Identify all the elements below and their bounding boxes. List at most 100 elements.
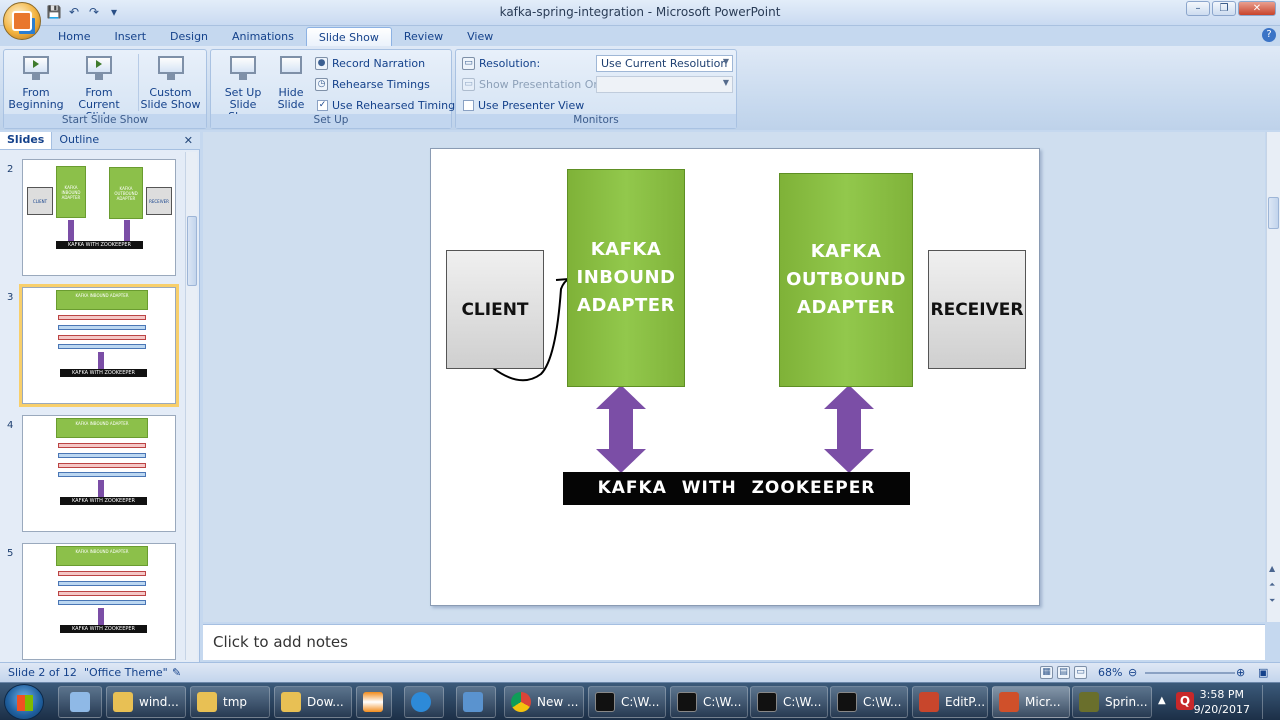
tab-outline[interactable]: Outline [59,133,100,146]
spelling-icon[interactable]: ✎ [172,666,182,679]
window-title: kafka-spring-integration - Microsoft Pow… [499,5,781,19]
thumb-row [58,600,146,605]
fit-to-window-icon[interactable]: ▣ [1258,666,1269,679]
resolution-dropdown[interactable]: Use Current Resolution▼ [596,55,733,72]
tray-expand-icon[interactable]: ▲ [1158,695,1166,706]
thumb-inbound-box: KAFKA INBOUND ADAPTER [56,166,86,218]
tab-slides[interactable]: Slides [0,132,53,149]
taskbar-show-desktop[interactable] [58,686,102,718]
command-prompt-icon [837,692,857,712]
thumb-row [58,315,146,320]
show-desktop-button[interactable] [1262,685,1276,719]
taskbar-item-active[interactable]: Micr... [992,686,1070,718]
client-connector-curve [492,278,570,382]
from-beginning-button[interactable]: From Beginning [6,54,66,111]
close-pane-icon[interactable]: ✕ [183,134,193,147]
taskbar-label: C:\W... [863,695,902,709]
clock-time: 3:58 PM [1199,688,1244,701]
help-icon[interactable]: ? [1262,28,1276,42]
customize-qat-icon[interactable]: ▾ [110,5,118,19]
taskbar-item[interactable]: Sprin... [1072,686,1152,718]
scroll-up-icon[interactable]: ▲ [1269,564,1276,573]
scrollbar-thumb[interactable] [1268,197,1279,229]
slide-thumbnail[interactable]: KAFKA INBOUND ADAPTER KAFKA WITH ZOOKEEP… [22,287,176,404]
redo-icon[interactable]: ↷ [88,5,100,19]
tab-insert[interactable]: Insert [114,30,147,43]
thumb-zk-bar: KAFKA WITH ZOOKEEPER [60,369,147,377]
slide-canvas[interactable]: CLIENT KAFKA INBOUND ADAPTER KAFKA OUTBO… [430,148,1040,606]
microphone-icon: ● [315,57,328,70]
slide-number: 2 [7,164,14,175]
tab-review[interactable]: Review [403,30,444,43]
scrollbar-thumb[interactable] [187,216,197,286]
zoom-in-icon[interactable]: ⊕ [1236,666,1246,679]
taskbar-item[interactable] [404,686,444,718]
maximize-button[interactable]: ❐ [1212,1,1236,16]
from-current-slide-button[interactable]: From Current Slide [66,54,132,123]
use-rehearsed-label: Use Rehearsed Timings [332,99,461,112]
tray-app-icon[interactable]: Q [1176,692,1194,710]
taskbar: wind... tmp Dow... New ... C:\W... C:\W.… [0,682,1280,720]
slide-thumbnail[interactable]: KAFKA INBOUND ADAPTER KAFKA WITH ZOOKEEP… [22,415,176,532]
zoom-out-icon[interactable]: ⊖ [1128,666,1138,679]
taskbar-item[interactable]: wind... [106,686,186,718]
rehearse-timings-label: Rehearse Timings [332,78,430,91]
taskbar-item[interactable]: Dow... [274,686,352,718]
monitor-icon: ▭ [462,57,475,70]
hide-slide-icon [275,54,307,84]
zoom-level[interactable]: 68% [1098,666,1123,679]
previous-slide-icon[interactable]: ⏶ [1269,580,1276,589]
taskbar-item[interactable]: C:\W... [750,686,828,718]
vlc-icon [363,692,383,712]
use-rehearsed-timings-checkbox[interactable]: ✓Use Rehearsed Timings [317,99,461,112]
save-icon[interactable]: 💾 [46,5,62,19]
tab-slide-show[interactable]: Slide Show [305,27,392,47]
thumb-arrow [98,352,104,370]
tab-view[interactable]: View [467,30,494,43]
office-button[interactable] [3,2,41,40]
taskbar-label: wind... [139,695,179,709]
undo-icon[interactable]: ↶ [68,5,80,19]
slide-thumbnail[interactable]: KAFKA INBOUND ADAPTER KAFKA WITH ZOOKEEP… [22,543,176,660]
start-button[interactable] [4,684,44,720]
taskbar-item[interactable]: tmp [190,686,270,718]
use-presenter-view-checkbox[interactable]: Use Presenter View [463,99,584,112]
taskbar-label: EditP... [945,695,986,709]
normal-view-icon[interactable]: ▦ [1040,666,1053,679]
taskbar-item[interactable] [456,686,496,718]
custom-slide-show-button[interactable]: Custom Slide Show [138,54,202,111]
record-narration-button[interactable]: ●Record Narration [315,57,425,70]
slide-number: 3 [7,292,14,303]
title-bar: 💾 ↶ ↷ ▾ kafka-spring-integration - Micro… [0,0,1280,26]
taskbar-label: Sprin... [1105,695,1148,709]
tab-home[interactable]: Home [58,30,91,43]
taskbar-item[interactable]: EditP... [912,686,988,718]
tab-animations[interactable]: Animations [232,30,294,43]
setup-slide-show-button[interactable]: Set Up Slide Show [213,54,273,123]
editor-scrollbar[interactable]: ▲ ⏶ ⏷ [1266,132,1280,622]
rehearse-timings-button[interactable]: ◷Rehearse Timings [315,78,430,91]
minimize-button[interactable]: – [1186,1,1210,16]
next-slide-icon[interactable]: ⏷ [1269,596,1276,605]
setup-show-icon [227,54,259,84]
theme-name: "Office Theme" [84,666,168,679]
taskbar-item[interactable]: C:\W... [830,686,908,718]
clock[interactable]: 3:58 PM 9/20/2017 [1194,687,1250,717]
notes-pane[interactable]: Click to add notes [203,624,1265,660]
presenter-view-label: Use Presenter View [478,99,585,112]
slide-connectors [492,278,874,473]
taskbar-item[interactable]: C:\W... [670,686,748,718]
slide-sorter-icon[interactable]: ▤ [1057,666,1070,679]
resolution-value: Use Current Resolution [601,57,728,70]
zoom-slider[interactable] [1145,672,1235,674]
taskbar-item[interactable]: New ... [504,686,584,718]
tab-design[interactable]: Design [170,30,209,43]
slides-scrollbar[interactable] [185,152,197,660]
taskbar-item[interactable]: C:\W... [588,686,666,718]
close-button[interactable]: ✕ [1238,1,1276,16]
taskbar-item[interactable] [356,686,392,718]
hide-slide-button[interactable]: Hide Slide [273,54,309,111]
slide-thumbnail[interactable]: CLIENT KAFKA INBOUND ADAPTER KAFKA OUTBO… [22,159,176,276]
chevron-down-icon: ▼ [722,57,729,66]
slide-show-view-icon[interactable]: ▭ [1074,666,1087,679]
